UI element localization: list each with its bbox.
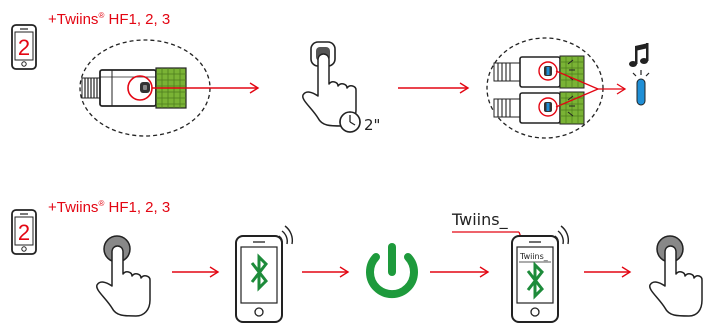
dual-device-closeup-icon [486, 37, 604, 139]
registered-mark: ® [98, 199, 105, 208]
finger-press-button-icon [302, 41, 357, 127]
arrow-head [249, 82, 260, 94]
registered-mark: ® [98, 11, 105, 20]
timer-label: 2" [364, 116, 380, 134]
phone-digit: 2 [18, 220, 30, 245]
arrow-head [459, 82, 470, 94]
finger-press-icon [649, 235, 703, 317]
finger-press-icon [96, 235, 151, 317]
title-prefix: +Twiins [48, 199, 99, 216]
device-name-callout: Twiins_ [451, 210, 509, 230]
arrow-head [339, 266, 350, 278]
arrow-head [616, 83, 627, 95]
bluetooth-phone-icon [235, 225, 294, 323]
title-suffix: HF1, 2, 3 [104, 199, 171, 216]
title-suffix: HF1, 2, 3 [104, 11, 171, 28]
music-note-icon [629, 43, 649, 67]
phone-2-icon: 2 [11, 24, 37, 70]
cable-ribs [81, 77, 101, 99]
phone-digit: 2 [18, 35, 30, 60]
bottom-device [493, 91, 585, 125]
arrow-head [479, 266, 490, 278]
converge-line-bottom [555, 88, 599, 108]
arrow-head [621, 266, 632, 278]
blue-led-icon [632, 70, 650, 106]
title-prefix: +Twiins [48, 11, 99, 28]
row1-title: +Twiins® HF1, 2, 3 [48, 11, 170, 28]
power-icon [366, 243, 418, 299]
arrow-head [209, 266, 220, 278]
stopwatch-icon [339, 111, 361, 133]
phone-screen-label: Twiins_ [519, 252, 549, 261]
phone-2-icon: 2 [11, 209, 37, 255]
top-device [493, 55, 585, 89]
converge-line-top [555, 70, 599, 90]
bluetooth-phone-list-icon: Twiins_ [511, 225, 570, 323]
row2-title: +Twiins® HF1, 2, 3 [48, 199, 170, 216]
